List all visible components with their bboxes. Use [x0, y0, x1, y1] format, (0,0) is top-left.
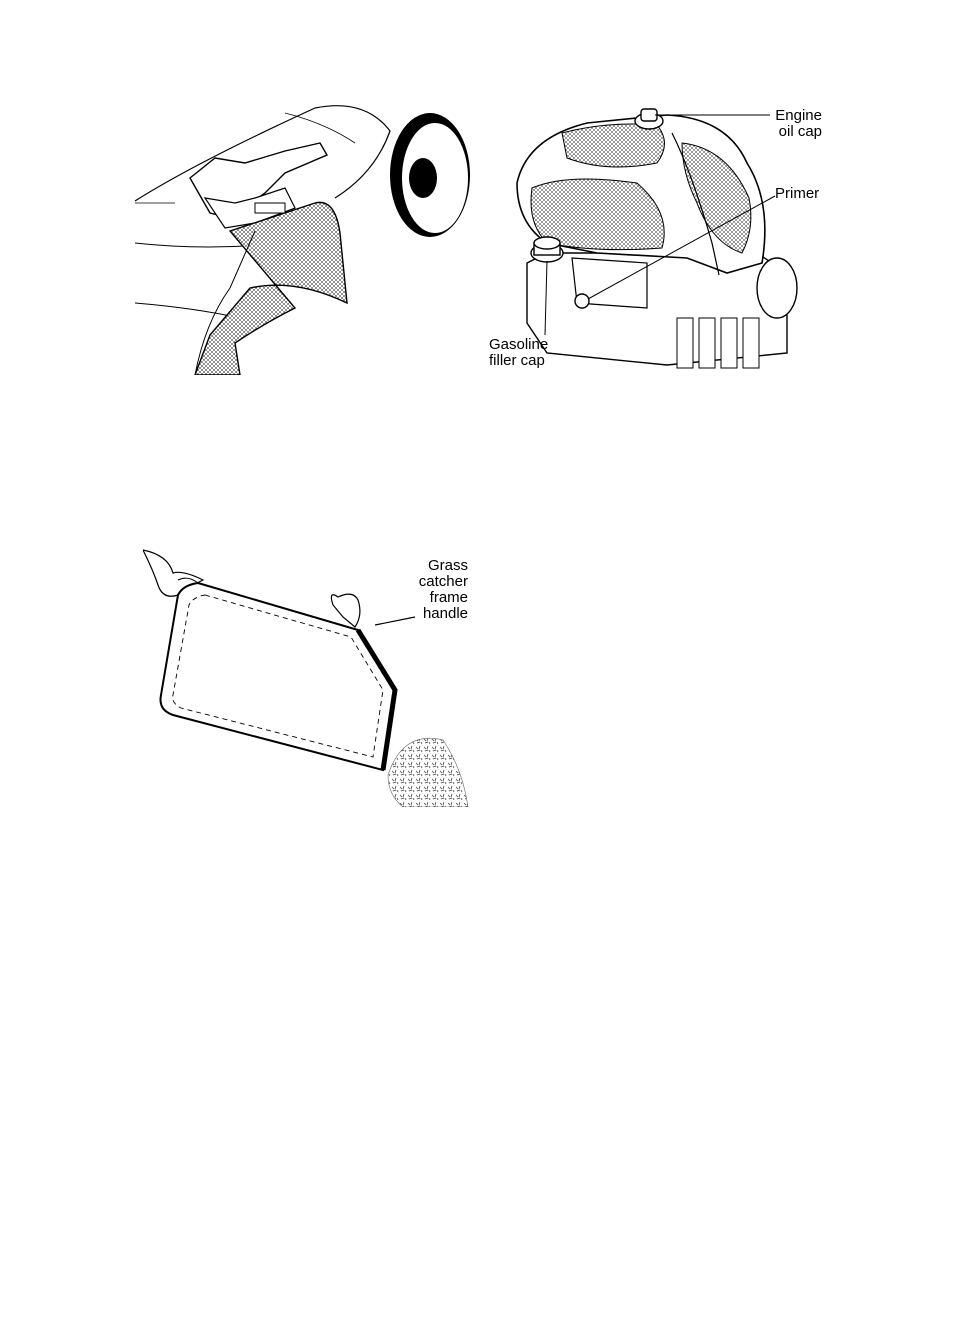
label-line: Gasoline — [489, 337, 548, 353]
engine-illustration — [487, 103, 824, 375]
label-line: filler cap — [489, 353, 548, 369]
label-line: catcher — [400, 574, 468, 590]
label-line: Grass — [400, 558, 468, 574]
label-line: Primer — [775, 186, 819, 202]
grass-catcher-frame-handle-label: Grass catcher frame handle — [400, 558, 468, 622]
primer-label: Primer — [775, 186, 819, 202]
label-line: handle — [400, 606, 468, 622]
label-line: frame — [400, 590, 468, 606]
rear-chute-illustration — [135, 103, 480, 375]
gasoline-filler-cap-label: Gasoline filler cap — [489, 337, 548, 369]
label-line: oil cap — [760, 124, 822, 140]
label-line: Engine — [760, 108, 822, 124]
engine-oil-cap-label: Engine oil cap — [760, 108, 822, 140]
